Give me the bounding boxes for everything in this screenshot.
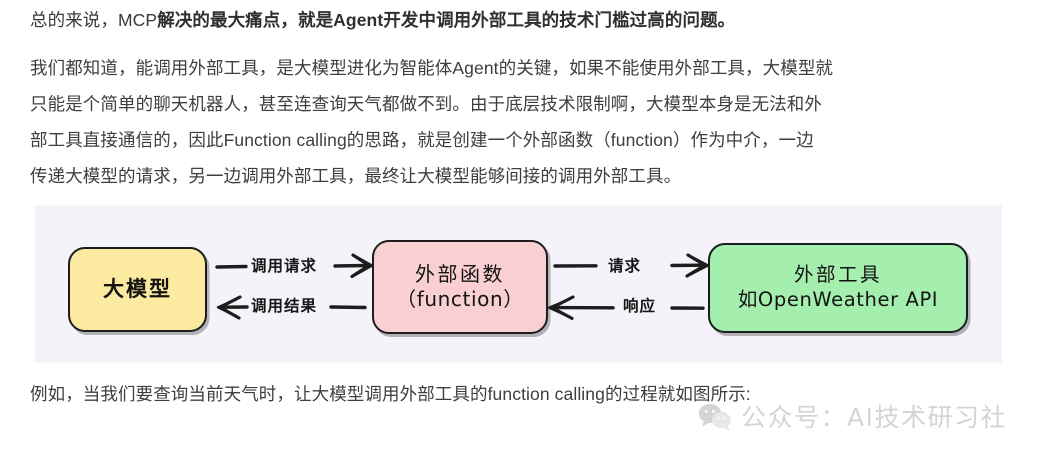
heading-bold-part: 解决的最大痛点，就是Agent开发中调用外部工具的技术门槛过高的问题。 bbox=[157, 10, 736, 30]
node-tool-label-line1: 外部工具 bbox=[793, 263, 882, 287]
node-llm-label: 大模型 bbox=[103, 277, 172, 302]
diagram-node-llm: 大模型 bbox=[68, 247, 207, 332]
paragraph-line: 传递大模型的请求，另一边调用外部工具，最终让大模型能够间接的调用外部工具。 bbox=[30, 166, 682, 186]
diagram-node-function: 外部函数 （function） bbox=[372, 240, 548, 334]
paragraph-line: 只能是个简单的聊天机器人，甚至连查询天气都做不到。由于底层技术限制啊，大模型本身… bbox=[30, 94, 822, 114]
node-function-label-line2: （function） bbox=[396, 287, 524, 311]
heading-plain-part: 总的来说，MCP bbox=[30, 10, 158, 30]
edge-label-response: 响应 bbox=[623, 297, 657, 315]
function-calling-diagram: 大模型 外部函数 （function） 外部工具 如OpenWeather AP… bbox=[35, 205, 1002, 363]
edge-label-call-result: 调用结果 bbox=[251, 297, 318, 315]
edge-label-request: 请求 bbox=[608, 257, 642, 275]
diagram-node-tool: 外部工具 如OpenWeather API bbox=[708, 243, 968, 333]
diagram-connectors bbox=[215, 253, 710, 320]
diagram-canvas: 大模型 外部函数 （function） 外部工具 如OpenWeather AP… bbox=[35, 205, 1002, 363]
node-function-label-line1: 外部函数 bbox=[415, 261, 505, 286]
edge-label-call-request: 调用请求 bbox=[251, 257, 318, 275]
article-paragraph: 我们都知道，能调用外部工具，是大模型进化为智能体Agent的关键，如果不能使用外… bbox=[30, 50, 1012, 194]
paragraph-line: 部工具直接通信的，因此Function calling的思路，就是创建一个外部函… bbox=[30, 130, 814, 150]
watermark-text: 公众号：AI技术研习社 bbox=[741, 403, 1007, 432]
paragraph-line: 我们都知道，能调用外部工具，是大模型进化为智能体Agent的关键，如果不能使用外… bbox=[30, 58, 834, 78]
node-tool-label-line2: 如OpenWeather API bbox=[737, 288, 939, 311]
article-closing-line: 例如，当我们要查询当前天气时，让大模型调用外部工具的function calli… bbox=[30, 384, 751, 404]
article-heading: 总的来说，MCP解决的最大痛点，就是Agent开发中调用外部工具的技术门槛过高的… bbox=[30, 6, 1040, 34]
